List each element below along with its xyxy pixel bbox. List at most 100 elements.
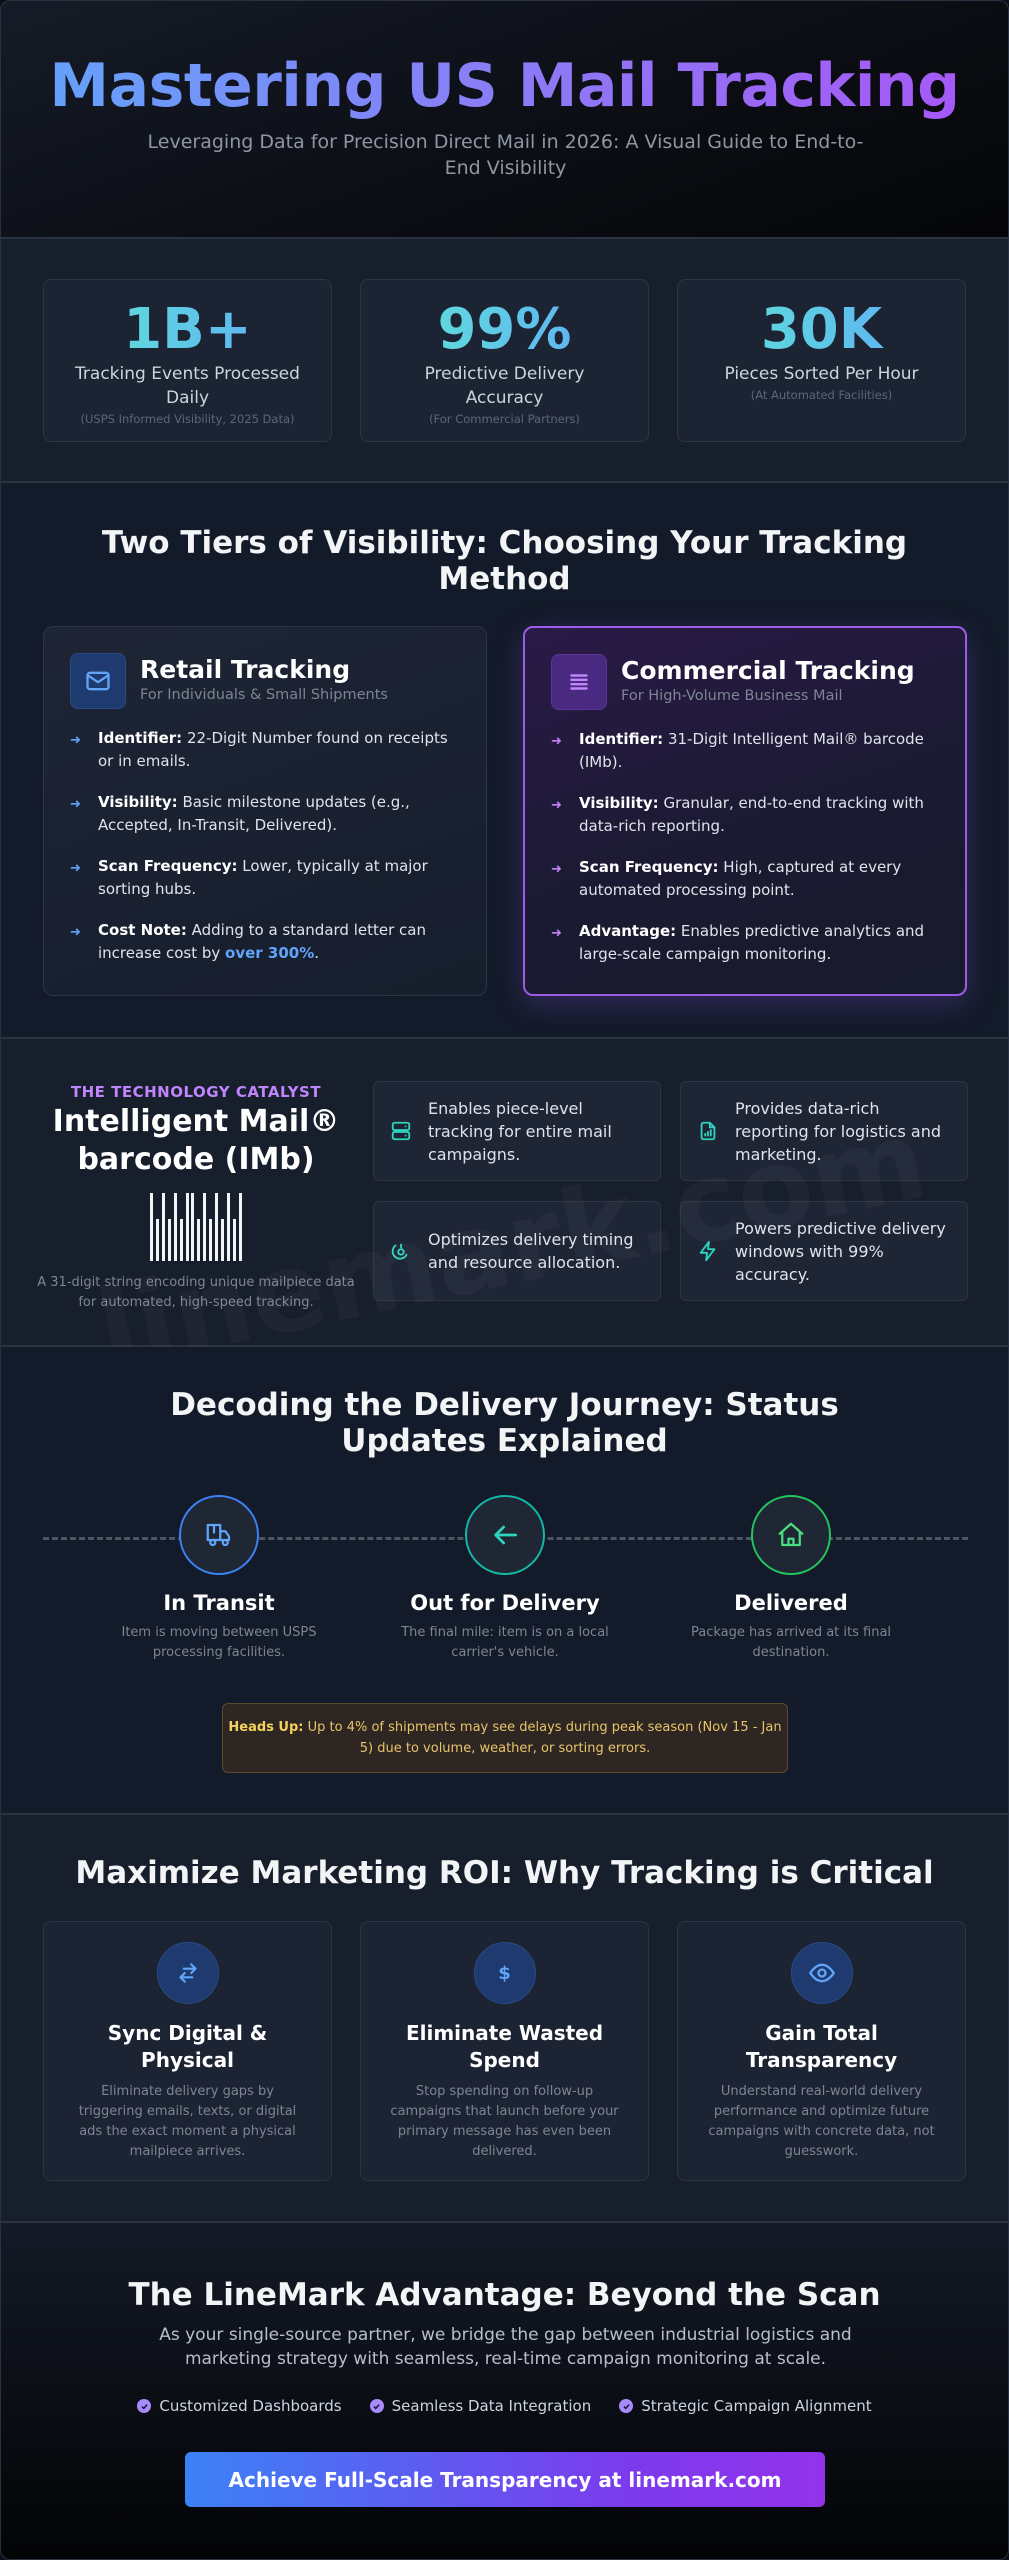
status-step-in-transit: In Transit Item is moving between USPS p… bbox=[69, 1495, 369, 1663]
list-item: ➜Visibility: Basic milestone updates (e.… bbox=[70, 791, 460, 837]
marketing-roi-section: Maximize Marketing ROI: Why Tracking is … bbox=[1, 1815, 1008, 2223]
roi-card-sync: Sync Digital & Physical Eliminate delive… bbox=[43, 1921, 332, 2181]
feature-text: Enables piece-level tracking for entire … bbox=[428, 1098, 612, 1164]
list-item: ➜Identifier: 22-Digit Number found on re… bbox=[70, 727, 460, 773]
stat-card-tracking-events: 1B+ Tracking Events Processed Daily (USP… bbox=[43, 279, 332, 442]
section-title: Maximize Marketing ROI: Why Tracking is … bbox=[75, 1855, 934, 1891]
roi-card-spend: $ Eliminate Wasted Spend Stop spending o… bbox=[360, 1921, 649, 2181]
arrow-right-icon: ➜ bbox=[551, 926, 562, 941]
lightning-icon bbox=[695, 1238, 721, 1264]
benefit-item: Customized Dashboards bbox=[137, 2397, 342, 2415]
list-item: ➜Scan Frequency: Lower, typically at maj… bbox=[70, 855, 460, 901]
stat-label: Pieces Sorted Per Hour bbox=[724, 364, 919, 384]
commercial-tracking-card: Commercial Tracking For High-Volume Busi… bbox=[523, 626, 967, 996]
stat-value: 30K bbox=[678, 298, 965, 362]
imb-description: A 31-digit string encoding unique mailpi… bbox=[37, 1275, 355, 1310]
roi-description: Understand real-world delivery performan… bbox=[708, 2084, 935, 2159]
arrow-right-icon: ➜ bbox=[551, 734, 562, 749]
alert-label: Heads Up: bbox=[228, 1720, 304, 1735]
peak-season-alert: Heads Up: Up to 4% of shipments may see … bbox=[222, 1703, 788, 1773]
roi-card-transparency: Gain Total Transparency Understand real-… bbox=[677, 1921, 966, 2181]
tracking-tiers-section: Two Tiers of Visibility: Choosing Your T… bbox=[1, 483, 1008, 1039]
stat-note: (At Automated Facilities) bbox=[750, 388, 893, 402]
status-step-out-for-delivery: Out for Delivery The final mile: item is… bbox=[355, 1495, 655, 1663]
feature-text: Provides data-rich reporting for logisti… bbox=[735, 1098, 941, 1164]
stat-label: Tracking Events Processed Daily bbox=[75, 364, 300, 408]
alert-text: Up to 4% of shipments may see delays dur… bbox=[303, 1720, 782, 1756]
stat-card-pieces-sorted: 30K Pieces Sorted Per Hour (At Automated… bbox=[677, 279, 966, 442]
dollar-icon: $ bbox=[473, 1942, 536, 2004]
stats-section: 1B+ Tracking Events Processed Daily (USP… bbox=[1, 239, 1008, 483]
step-description: Package has arrived at its final destina… bbox=[690, 1625, 892, 1660]
section-title: The LineMark Advantage: Beyond the Scan bbox=[128, 2277, 881, 2313]
arrow-right-icon: ➜ bbox=[551, 798, 562, 813]
imb-feature-card: Enables piece-level tracking for entire … bbox=[373, 1081, 661, 1181]
arrow-right-icon: ➜ bbox=[70, 797, 81, 812]
arrow-right-icon: ➜ bbox=[70, 925, 81, 940]
sync-arrows-icon bbox=[156, 1942, 219, 2004]
roi-title: Gain Total Transparency bbox=[745, 2021, 898, 2072]
list-item: ➜Cost Note: Adding to a standard letter … bbox=[70, 919, 460, 965]
retail-tracking-card: Retail Tracking For Individuals & Small … bbox=[43, 626, 487, 996]
stat-note: (For Commercial Partners) bbox=[429, 412, 580, 426]
step-description: The final mile: item is on a local carri… bbox=[401, 1625, 609, 1660]
server-icon bbox=[388, 1119, 414, 1143]
cta-button[interactable]: Achieve Full-Scale Transparency at linem… bbox=[185, 2452, 825, 2507]
imb-feature-card: Powers predictive delivery windows with … bbox=[680, 1201, 968, 1301]
imb-intro: THE TECHNOLOGY CATALYST Intelligent Mail… bbox=[31, 1083, 361, 1313]
benefit-item: Seamless Data Integration bbox=[369, 2397, 591, 2415]
arrow-right-icon: ➜ bbox=[70, 861, 81, 876]
imb-title: Intelligent Mail® barcode (IMb) bbox=[52, 1104, 340, 1177]
roi-title: Sync Digital & Physical bbox=[107, 2021, 268, 2072]
cost-highlight: over 300% bbox=[225, 944, 315, 962]
benefit-item: Strategic Campaign Alignment bbox=[619, 2397, 872, 2415]
arrow-left-icon bbox=[465, 1495, 545, 1575]
advantage-description: As your single-source partner, we bridge… bbox=[159, 2325, 852, 2369]
list-item: ➜Visibility: Granular, end-to-end tracki… bbox=[551, 792, 939, 838]
check-circle-icon bbox=[137, 2399, 152, 2413]
check-circle-icon bbox=[619, 2399, 634, 2413]
commercial-feature-list: ➜Identifier: 31-Digit Intelligent Mail® … bbox=[551, 728, 939, 966]
tier-subtitle: For Individuals & Small Shipments bbox=[140, 687, 388, 703]
list-item: ➜Identifier: 31-Digit Intelligent Mail® … bbox=[551, 728, 939, 774]
truck-icon bbox=[179, 1495, 259, 1575]
envelope-icon bbox=[70, 653, 126, 709]
feature-text: Powers predictive delivery windows with … bbox=[735, 1218, 946, 1284]
hero-section: Mastering US Mail Tracking Leveraging Da… bbox=[1, 1, 1008, 239]
roi-description: Stop spending on follow-up campaigns tha… bbox=[390, 2084, 619, 2159]
roi-description: Eliminate delivery gaps by triggering em… bbox=[78, 2084, 297, 2159]
home-icon bbox=[751, 1495, 831, 1575]
imb-feature-card: Provides data-rich reporting for logisti… bbox=[680, 1081, 968, 1181]
tier-title: Retail Tracking bbox=[140, 655, 351, 684]
report-file-icon bbox=[695, 1119, 721, 1143]
eyebrow-label: THE TECHNOLOGY CATALYST bbox=[70, 1083, 322, 1101]
step-description: Item is moving between USPS processing f… bbox=[121, 1625, 317, 1660]
stacked-lines-icon bbox=[551, 654, 607, 710]
stat-note: (USPS Informed Visibility, 2025 Data) bbox=[80, 412, 295, 426]
page-title: Mastering US Mail Tracking bbox=[1, 51, 1008, 121]
step-title: Out for Delivery bbox=[410, 1591, 600, 1615]
imb-section: THE TECHNOLOGY CATALYST Intelligent Mail… bbox=[1, 1039, 1008, 1347]
stat-value: 1B+ bbox=[44, 298, 331, 362]
roi-title: Eliminate Wasted Spend bbox=[405, 2021, 604, 2072]
timing-icon bbox=[388, 1239, 414, 1263]
step-title: Delivered bbox=[734, 1591, 848, 1615]
list-item: ➜Advantage: Enables predictive analytics… bbox=[551, 920, 939, 966]
barcode-icon bbox=[150, 1193, 242, 1261]
retail-feature-list: ➜Identifier: 22-Digit Number found on re… bbox=[70, 727, 460, 965]
stat-label: Predictive Delivery Accuracy bbox=[424, 364, 585, 408]
page-subtitle: Leveraging Data for Precision Direct Mai… bbox=[147, 131, 864, 179]
step-title: In Transit bbox=[163, 1591, 275, 1615]
linemark-advantage-section: The LineMark Advantage: Beyond the Scan … bbox=[1, 2223, 1008, 2559]
imb-feature-card: Optimizes delivery timing and resource a… bbox=[373, 1201, 661, 1301]
stat-value: 99% bbox=[361, 298, 648, 362]
arrow-right-icon: ➜ bbox=[551, 862, 562, 877]
section-title: Two Tiers of Visibility: Choosing Your T… bbox=[101, 525, 908, 597]
tier-title: Commercial Tracking bbox=[621, 656, 915, 685]
eye-icon bbox=[790, 1942, 853, 2004]
tier-subtitle: For High-Volume Business Mail bbox=[621, 688, 843, 704]
check-circle-icon bbox=[369, 2399, 384, 2413]
list-item: ➜Scan Frequency: High, captured at every… bbox=[551, 856, 939, 902]
stat-card-delivery-accuracy: 99% Predictive Delivery Accuracy (For Co… bbox=[360, 279, 649, 442]
